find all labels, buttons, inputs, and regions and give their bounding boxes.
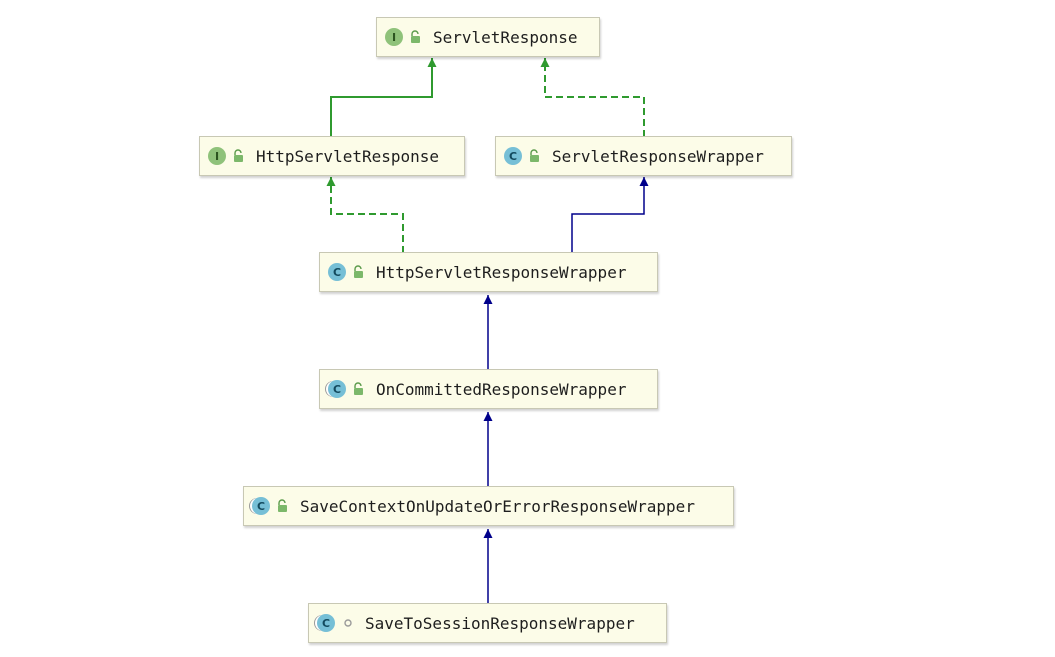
package-private-icon — [344, 619, 352, 627]
edge-http-servlet-response-wrapper-to-http-servlet-response — [326, 177, 404, 253]
final-class-icon: C — [317, 614, 335, 632]
node-save-context-on-update-or-error-response-wrapper[interactable]: C SaveContextOnUpdateOrErrorResponseWrap… — [243, 486, 734, 526]
node-label: ServletResponse — [433, 27, 578, 47]
edge-http-servlet-response-to-servlet-response — [330, 58, 437, 137]
public-unlock-icon — [354, 265, 363, 278]
public-unlock-icon — [530, 149, 539, 162]
node-on-committed-response-wrapper[interactable]: C OnCommittedResponseWrapper — [319, 369, 658, 409]
public-unlock-icon — [234, 149, 243, 162]
node-label: SaveToSessionResponseWrapper — [365, 613, 635, 633]
node-servlet-response[interactable]: I ServletResponse — [376, 17, 600, 57]
interface-icon: I — [385, 28, 403, 46]
node-servlet-response-wrapper[interactable]: C ServletResponseWrapper — [495, 136, 792, 176]
node-label: ServletResponseWrapper — [552, 146, 764, 166]
node-http-servlet-response[interactable]: I HttpServletResponse — [199, 136, 465, 176]
public-unlock-icon — [354, 382, 363, 395]
node-label: OnCommittedResponseWrapper — [376, 379, 627, 399]
public-unlock-icon — [278, 499, 287, 512]
edge-http-servlet-response-wrapper-to-servlet-response-wrapper — [571, 177, 649, 253]
node-http-servlet-response-wrapper[interactable]: C HttpServletResponseWrapper — [319, 252, 658, 292]
abstract-class-icon: C — [252, 497, 270, 515]
interface-icon: I — [208, 147, 226, 165]
node-label: HttpServletResponseWrapper — [376, 262, 627, 282]
edge-servlet-response-wrapper-to-servlet-response — [540, 58, 645, 137]
class-icon: C — [504, 147, 522, 165]
class-icon: C — [328, 263, 346, 281]
abstract-class-icon: C — [328, 380, 346, 398]
public-unlock-icon — [411, 30, 420, 43]
node-label: HttpServletResponse — [256, 146, 440, 166]
node-save-to-session-response-wrapper[interactable]: C SaveToSessionResponseWrapper — [308, 603, 667, 643]
node-label: SaveContextOnUpdateOrErrorResponseWrappe… — [300, 496, 695, 516]
